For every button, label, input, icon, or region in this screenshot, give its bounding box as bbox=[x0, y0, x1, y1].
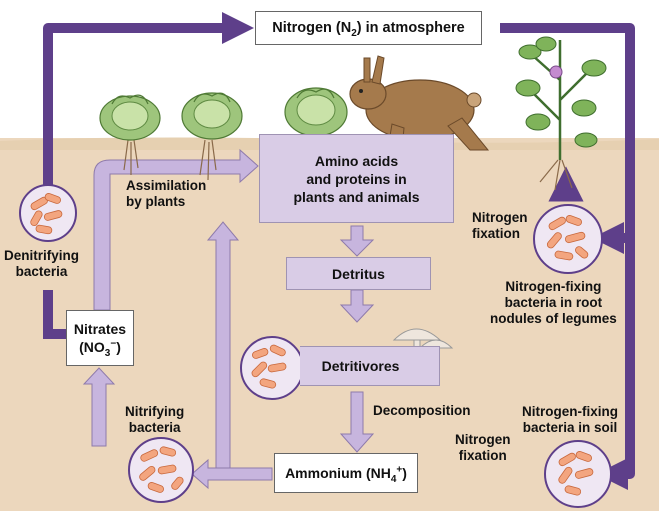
decomposition-label: Decomposition bbox=[373, 403, 471, 418]
amino-acids-box: Amino acids and proteins in plants and a… bbox=[259, 134, 454, 223]
denitrifying-bacteria-label: Denitrifying bacteria bbox=[4, 248, 80, 279]
legume-plant-illustration bbox=[515, 36, 607, 191]
cabbage-plant-1 bbox=[99, 94, 161, 175]
fixation-soil-arrow bbox=[595, 238, 635, 491]
detritus-to-detritivores-arrow bbox=[339, 289, 375, 323]
nitrifying-bacteria-label: Nitrifying bacteria bbox=[125, 404, 185, 435]
cabbage-plant-2 bbox=[181, 92, 243, 181]
root-nodule-bacteria-label: Nitrogen-fixing bacteria in root nodules… bbox=[490, 279, 617, 326]
amino-to-detritus-arrow bbox=[339, 225, 375, 257]
soil-bacteria-circle bbox=[544, 440, 612, 508]
root-nodule-bacteria-circle bbox=[533, 204, 603, 274]
nitrates-formula: (NO3−) bbox=[79, 338, 121, 359]
amino-line-3: plants and animals bbox=[293, 188, 420, 205]
ammonium-text: Ammonium (NH4+) bbox=[285, 464, 407, 485]
ammonium-to-plants-arrow bbox=[206, 221, 240, 469]
detritivores-box: Detritivores bbox=[300, 346, 440, 386]
cabbage-plant-3 bbox=[284, 87, 348, 137]
nitrates-box: Nitrates (NO3−) bbox=[66, 310, 134, 366]
ammonium-box: Ammonium (NH4+) bbox=[274, 453, 418, 493]
assimilation-label: Assimilation by plants bbox=[126, 178, 207, 209]
fixation-root-arrow bbox=[500, 23, 635, 255]
soil-bacteria-label: Nitrogen-fixing bacteria in soil bbox=[522, 404, 618, 435]
atmosphere-box: Nitrogen (N2) in atmosphere bbox=[255, 11, 482, 45]
detritus-box: Detritus bbox=[286, 257, 431, 290]
nitrifying-bacteria-circle bbox=[128, 437, 194, 503]
detritivores-text: Detritivores bbox=[321, 358, 400, 374]
denitrification-arrow bbox=[43, 11, 255, 339]
nitrogen-fixation-top-label: Nitrogen fixation bbox=[472, 210, 528, 241]
detritus-text: Detritus bbox=[332, 265, 385, 282]
rabbit-illustration bbox=[349, 55, 490, 151]
decomposition-arrow bbox=[339, 391, 375, 453]
detritivore-bacteria-circle bbox=[240, 336, 304, 400]
atmosphere-text: Nitrogen (N2) in atmosphere bbox=[272, 20, 465, 39]
denitrifying-bacteria-circle bbox=[19, 184, 77, 242]
amino-line-2: and proteins in bbox=[306, 170, 407, 187]
nitrates-line-1: Nitrates bbox=[73, 321, 127, 337]
nitrification-arrow-1 bbox=[191, 458, 273, 490]
amino-line-1: Amino acids bbox=[314, 152, 399, 169]
nitrogen-fixation-bottom-label: Nitrogen fixation bbox=[455, 432, 511, 463]
assimilation-arrow bbox=[93, 148, 259, 311]
nitrification-arrow-2 bbox=[82, 367, 116, 447]
